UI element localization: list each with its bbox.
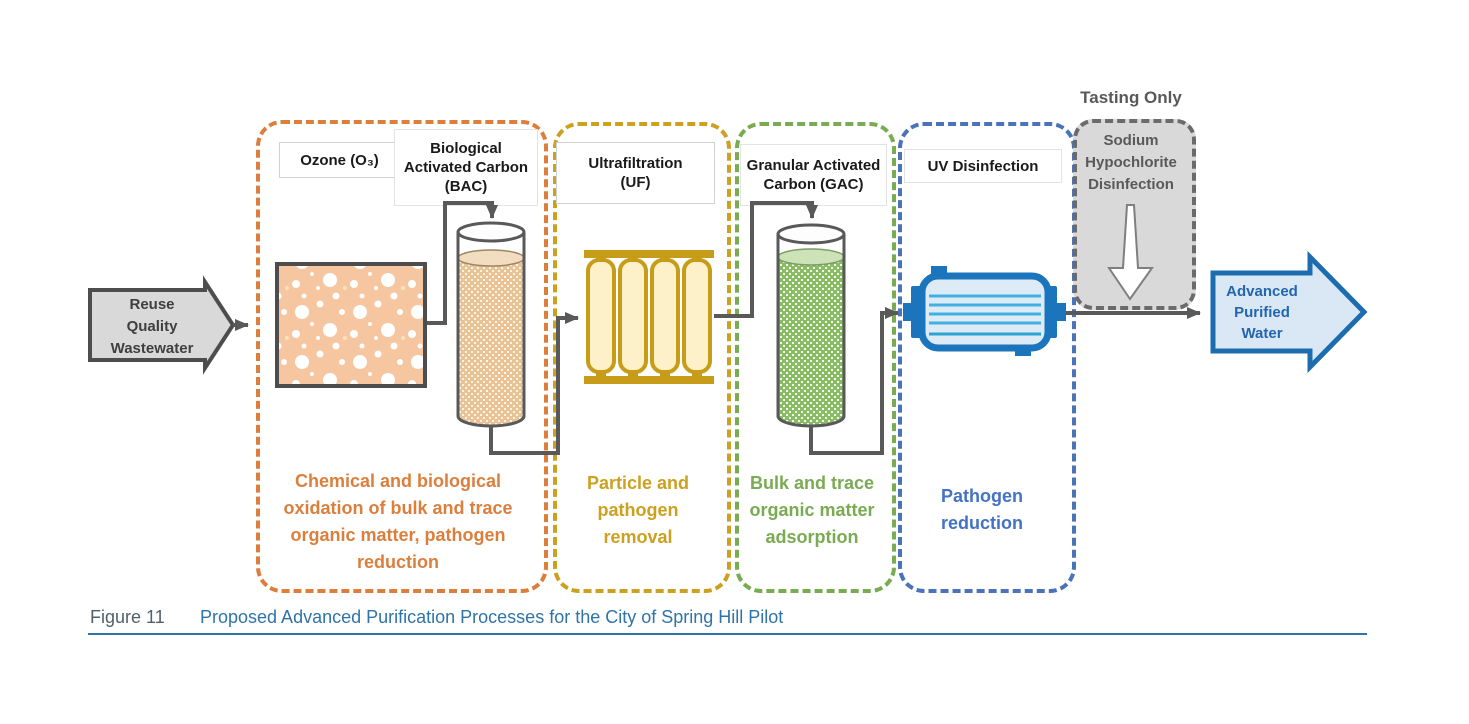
ozone-label-text: Ozone (O₃): [300, 151, 379, 169]
tasting-only-title: Tasting Only: [1080, 88, 1182, 107]
uv-label: UV Disinfection: [904, 149, 1062, 183]
caption-rule: [88, 633, 1367, 635]
chlorine-label: Sodium Hypochlorite Disinfection: [1085, 132, 1177, 193]
figure-title: Proposed Advanced Purification Processes…: [200, 607, 784, 627]
uv-description: Pathogen reduction: [940, 486, 1023, 533]
output-arrow-label: Advanced Purified Water: [1226, 283, 1298, 342]
uf-description: Particle and pathogen removal: [586, 473, 690, 547]
gac-description: Bulk and trace organic matter adsorption: [749, 473, 875, 547]
gac-label: Granular Activated Carbon (GAC): [740, 144, 887, 206]
bac-label: Biological Activated Carbon (BAC): [394, 129, 538, 206]
ozone-label: Ozone (O₃): [279, 142, 400, 178]
input-arrow-label: Reuse Quality Wastewater: [110, 296, 194, 357]
ozone-bac-description: Chemical and biological oxidation of bul…: [283, 471, 513, 572]
figure-number: Figure 11: [90, 607, 165, 627]
ultrafiltration-label: Ultrafiltration (UF): [556, 142, 715, 204]
uv-stage-box: [898, 122, 1076, 593]
